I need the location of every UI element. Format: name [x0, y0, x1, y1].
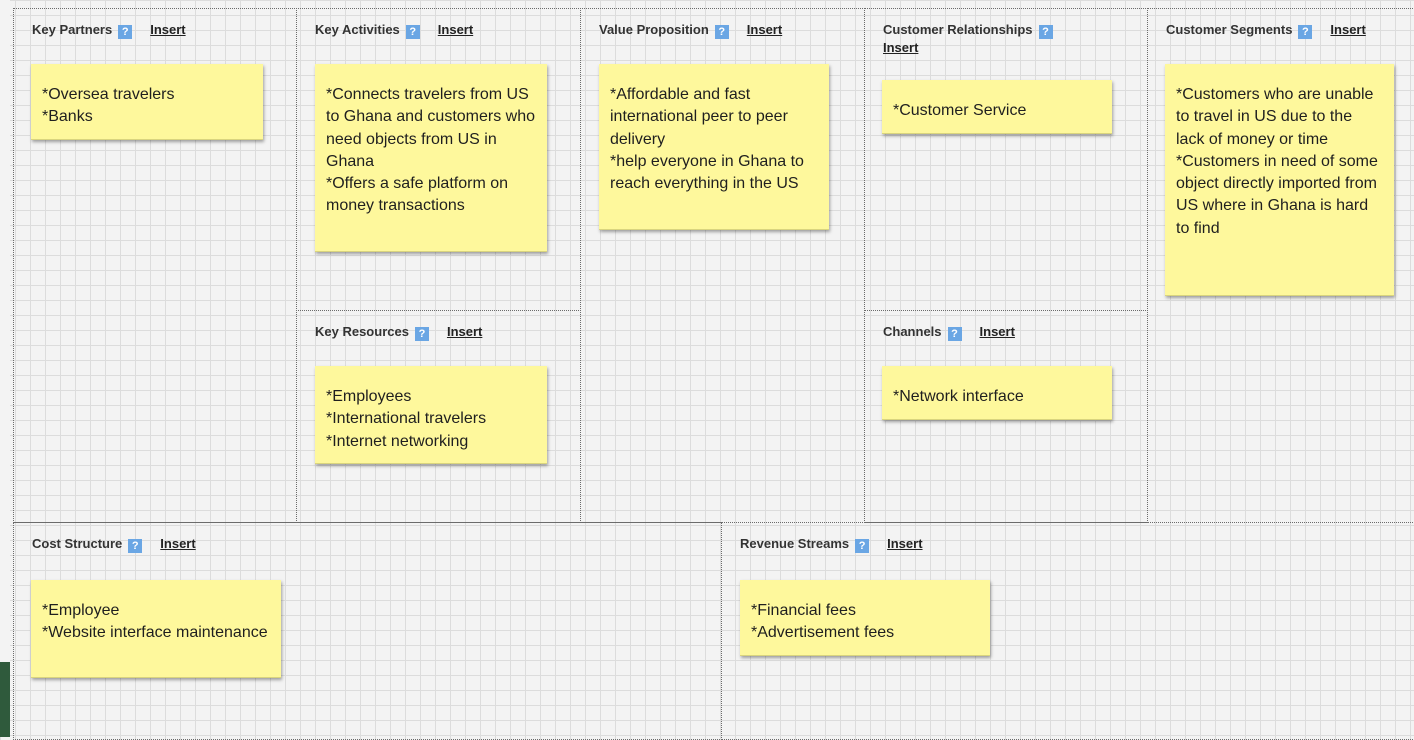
help-icon[interactable]: ?	[118, 25, 133, 39]
insert-link[interactable]: Insert	[746, 22, 783, 37]
help-icon[interactable]: ?	[855, 539, 870, 553]
insert-link[interactable]: Insert	[150, 22, 186, 37]
block-header: Key Activities? Insert	[315, 21, 473, 39]
sticky-note[interactable]: *Affordable and fast international peer …	[599, 64, 829, 230]
block-header: Cost Structure? Insert	[32, 535, 196, 553]
block-title: Channels	[883, 324, 942, 339]
block-header: Revenue Streams? Insert	[740, 535, 923, 553]
block-customer-segments: Customer Segments? Insert	[1147, 8, 1414, 523]
block-title: Key Resources	[315, 324, 409, 339]
block-title: Value Proposition	[599, 22, 709, 37]
block-title: Customer Segments	[1166, 22, 1293, 37]
help-icon[interactable]: ?	[128, 539, 143, 553]
sticky-note[interactable]: *Oversea travelers *Banks	[31, 64, 263, 140]
block-header: Channels? Insert	[883, 323, 1015, 341]
sticky-note[interactable]: *Customer Service	[882, 80, 1112, 134]
block-title: Revenue Streams	[740, 536, 850, 551]
sticky-note[interactable]: *Employees *International travelers *Int…	[315, 366, 547, 464]
help-icon[interactable]: ?	[1298, 25, 1313, 39]
insert-link[interactable]: Insert	[437, 22, 474, 37]
insert-link[interactable]: Insert	[446, 324, 483, 339]
insert-link[interactable]: Insert	[160, 536, 196, 551]
sticky-note[interactable]: *Connects travelers from US to Ghana and…	[315, 64, 547, 252]
help-icon[interactable]: ?	[414, 327, 429, 341]
sticky-note[interactable]: *Financial fees *Advertisement fees	[740, 580, 990, 656]
block-header: Key Resources? Insert	[315, 323, 482, 341]
block-title: Cost Structure	[32, 536, 123, 551]
sticky-note[interactable]: *Employee *Website interface maintenance	[31, 580, 281, 678]
insert-link[interactable]: Insert	[883, 40, 919, 55]
help-icon[interactable]: ?	[947, 327, 962, 341]
sticky-note[interactable]: *Customers who are unable to travel in U…	[1165, 64, 1394, 296]
sticky-note[interactable]: *Network interface	[882, 366, 1112, 420]
block-key-activities: Key Activities? Insert	[296, 8, 581, 311]
help-icon[interactable]: ?	[405, 25, 420, 39]
help-icon[interactable]: ?	[714, 25, 729, 39]
help-icon[interactable]: ?	[1038, 25, 1053, 39]
left-edge-strip	[0, 0, 10, 737]
block-title: Customer Relationships	[883, 22, 1033, 37]
block-title: Key Activities	[315, 22, 400, 37]
insert-link[interactable]: Insert	[1330, 22, 1366, 37]
left-edge-accent	[0, 662, 10, 737]
block-customer-relationships: Customer Relationships? Insert	[864, 8, 1148, 311]
block-title: Key Partners	[32, 22, 113, 37]
block-header: Key Partners? Insert	[32, 21, 186, 39]
insert-link[interactable]: Insert	[979, 324, 1015, 339]
insert-link[interactable]: Insert	[887, 536, 923, 551]
block-header: Customer Relationships? Insert	[883, 21, 1053, 56]
block-header: Value Proposition? Insert	[599, 21, 782, 39]
block-header: Customer Segments? Insert	[1166, 21, 1366, 39]
